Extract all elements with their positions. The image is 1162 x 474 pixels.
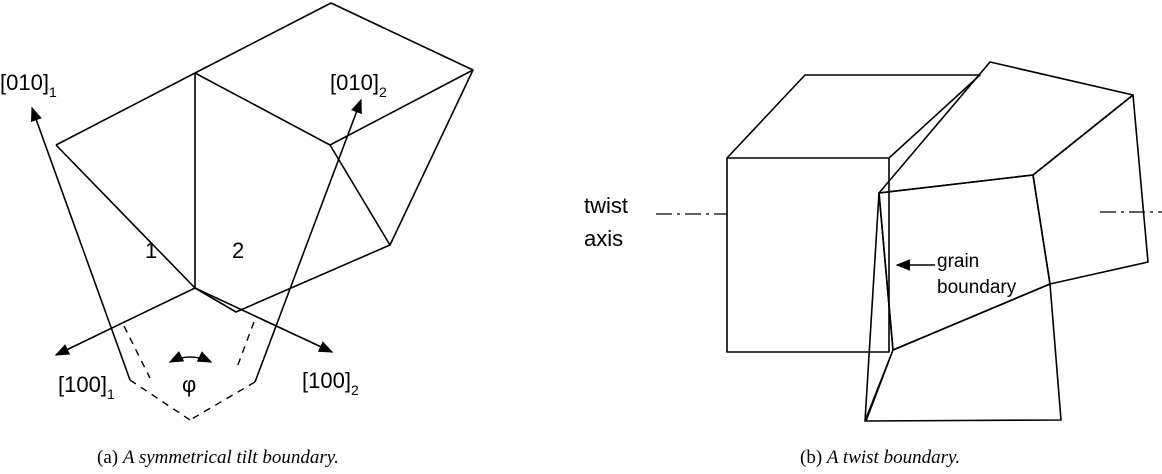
grain-2-label: 2 [232, 238, 244, 263]
grain-boundary-label-line1: grain [937, 251, 979, 272]
axis-010-grain1-arrow [30, 106, 131, 381]
twist-left-block [726, 74, 981, 353]
label-010-2: [010]2 [330, 70, 387, 100]
construction-line-right-upper [235, 321, 255, 371]
twist-right-block [864, 61, 1149, 422]
left-block-top-face [726, 74, 981, 159]
construction-line-left-upper [123, 325, 151, 379]
tilt-block-edges [55, 2, 474, 313]
construction-line-right [189, 381, 256, 421]
twist-axis-label-line2: axis [584, 226, 623, 251]
label-100-2: [100]2 [302, 368, 359, 398]
right-block-front-outline [864, 192, 1062, 422]
caption-b: (b) A twist boundary. [800, 447, 960, 468]
twist-axis-label-line1: twist [584, 193, 628, 218]
caption-a: (a) A symmetrical tilt boundary. [97, 447, 339, 468]
tilt-block-outline [55, 2, 474, 313]
axis-100-grain2-arrow [194, 287, 334, 353]
axis-100-grain1-arrow [54, 287, 196, 356]
right-block-side-face [1032, 94, 1149, 285]
axis-010-grain2-arrow [254, 98, 362, 383]
grain-1-label: 1 [145, 238, 157, 263]
left-block-front-face [726, 157, 890, 353]
label-100-1: [100]1 [58, 372, 115, 402]
tilt-right-face-edge [329, 144, 391, 246]
tilt-boundary-diagram: [010]1 [010]2 [100]1 [100]2 1 2 φ (a) A … [0, 2, 474, 468]
construction-line-left [129, 379, 191, 421]
angle-phi-label: φ [182, 372, 196, 397]
right-block-top-face [878, 61, 1134, 194]
label-010-1: [010]1 [0, 70, 57, 100]
grain-boundary-label-line2: boundary [937, 277, 1017, 298]
angle-arc [168, 351, 213, 363]
twist-boundary-diagram: twist axis grain boundary (b) A twist bo… [584, 61, 1162, 468]
